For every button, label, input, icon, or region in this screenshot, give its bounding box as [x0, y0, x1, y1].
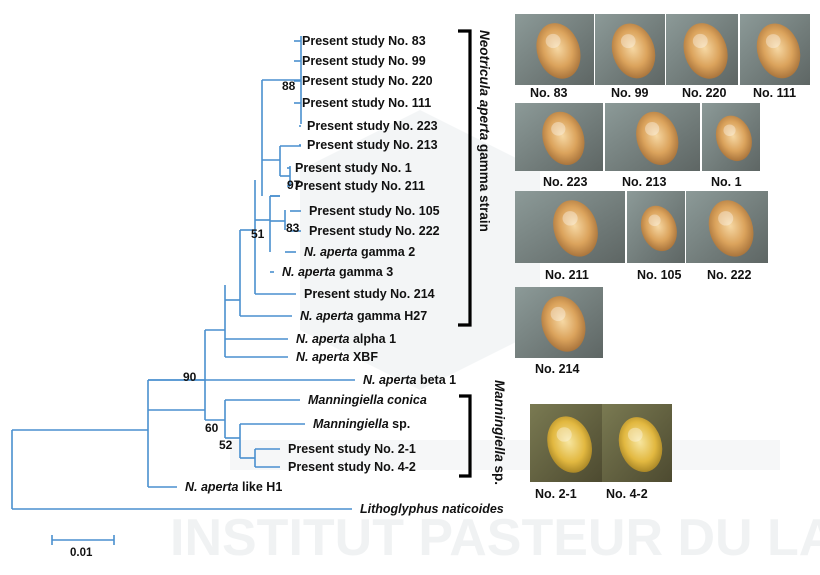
photo-caption: No. 105	[637, 268, 682, 282]
tip-label: Present study No. 111	[302, 96, 431, 110]
bootstrap-value: 97	[287, 178, 301, 192]
snail-photo	[602, 404, 672, 482]
bootstrap-value: 90	[183, 370, 197, 384]
tip-label: N. aperta like H1	[185, 480, 282, 494]
snail-photo	[595, 14, 665, 85]
snail-photo	[515, 14, 594, 85]
tip-label: Present study No. 213	[307, 138, 438, 152]
snail-photo	[605, 103, 700, 171]
tip-label: N. aperta gamma H27	[300, 309, 427, 323]
tip-label: Present study No. 214	[304, 287, 435, 301]
bootstrap-value: 83	[286, 221, 300, 235]
photo-caption: No. 111	[753, 86, 796, 100]
tip-label: Present study No. 211	[295, 179, 425, 193]
manningiella-bracket	[459, 394, 472, 478]
photo-caption: No. 220	[682, 86, 727, 100]
tip-label: Present study No. 220	[302, 74, 433, 88]
snail-photo	[515, 103, 603, 171]
tip-label: Present study No. 223	[307, 119, 438, 133]
bootstrap-value: 51	[251, 227, 265, 241]
snail-photo	[666, 14, 738, 85]
tip-label: Manningiella sp.	[313, 417, 410, 431]
photo-caption: No. 222	[707, 268, 752, 282]
tip-label: Lithoglyphus naticoides	[360, 502, 504, 516]
watermark: INSTITUT PASTEUR DU LAOS	[170, 110, 820, 567]
neotricula-bracket	[458, 29, 472, 327]
photo-caption: No. 2-1	[535, 487, 577, 501]
snail-photo	[740, 14, 810, 85]
tip-label: Present study No. 105	[309, 204, 440, 218]
tip-label: Manningiella conica	[308, 393, 427, 407]
neotricula-clade-label: Neotricula aperta gamma strain	[477, 30, 492, 232]
bootstrap-values: 88 97 83 51 90 60 52	[183, 79, 301, 452]
snail-photo	[702, 103, 760, 171]
snail-photo	[530, 404, 602, 482]
photo-caption: No. 211	[545, 268, 589, 282]
bootstrap-value: 60	[205, 421, 219, 435]
tree-branches	[11, 36, 355, 510]
photo-caption: No. 99	[611, 86, 649, 100]
photo-caption: No. 223	[543, 175, 588, 189]
tip-label: N. aperta gamma 2	[304, 245, 415, 259]
scale-bar: 0.01	[51, 535, 115, 559]
tip-label: Present study No. 4-2	[288, 460, 416, 474]
snail-photo	[686, 191, 768, 263]
photo-caption: No. 214	[535, 362, 580, 376]
photo-caption: No. 4-2	[606, 487, 648, 501]
photo-caption: No. 213	[622, 175, 667, 189]
tip-label: N. aperta gamma 3	[282, 265, 393, 279]
tip-label: N. aperta beta 1	[363, 373, 456, 387]
tip-label: N. aperta XBF	[296, 350, 378, 364]
photo-caption: No. 83	[530, 86, 568, 100]
tip-label: Present study No. 1	[295, 161, 412, 175]
tip-label: Present study No. 222	[309, 224, 440, 238]
snail-photo	[515, 191, 625, 263]
photo-caption: No. 1	[711, 175, 742, 189]
bootstrap-value: 88	[282, 79, 296, 93]
manningiella-clade-label: Manningiella sp.	[492, 380, 507, 485]
tip-labels: Present study No. 83 Present study No. 99…	[185, 34, 504, 516]
snail-photo	[515, 287, 603, 358]
bootstrap-value: 52	[219, 438, 233, 452]
tip-label: Present study No. 83	[302, 34, 426, 48]
tip-label: Present study No. 2-1	[288, 442, 416, 456]
watermark-text: INSTITUT PASTEUR DU LAOS	[170, 509, 820, 567]
snail-photo	[627, 191, 685, 263]
scale-bar-label: 0.01	[70, 547, 93, 559]
tip-label: Present study No. 99	[302, 54, 426, 68]
tip-label: N. aperta alpha 1	[296, 332, 396, 346]
